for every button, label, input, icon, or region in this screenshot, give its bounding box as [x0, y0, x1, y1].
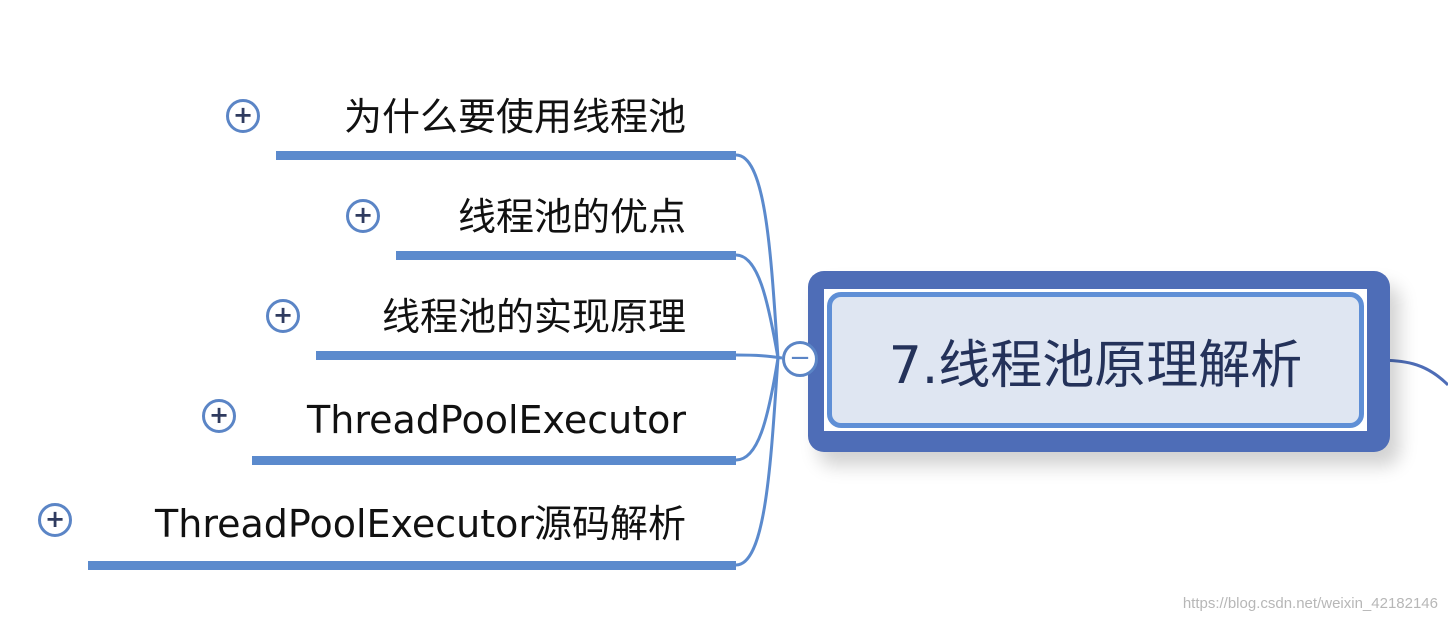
central-topic-inner: 7.线程池原理解析	[824, 289, 1367, 431]
plus-icon: +	[208, 401, 230, 429]
expand-button-branch-2[interactable]: +	[346, 199, 380, 233]
branch-label-threadpoolexecutor-source[interactable]: ThreadPoolExecutor源码解析	[155, 502, 686, 546]
watermark: https://blog.csdn.net/weixin_42182146	[1182, 595, 1438, 612]
branch-underline-2	[396, 251, 736, 260]
expand-button-branch-1[interactable]: +	[226, 99, 260, 133]
branch-label-implementation-principle[interactable]: 线程池的实现原理	[381, 295, 686, 339]
branch-underline-3	[316, 351, 736, 360]
branch-label-why-use-thread-pool[interactable]: 为什么要使用线程池	[343, 95, 686, 139]
connector-branch-5	[735, 357, 780, 567]
expand-button-branch-5[interactable]: +	[38, 503, 72, 537]
connector-branch-1	[735, 153, 780, 359]
collapse-button[interactable]: −	[782, 341, 818, 377]
plus-icon: +	[272, 301, 294, 329]
minus-icon: −	[789, 342, 811, 373]
central-topic[interactable]: 7.线程池原理解析	[827, 292, 1364, 428]
expand-button-branch-3[interactable]: +	[266, 299, 300, 333]
branch-underline-4	[252, 456, 736, 465]
branch-underline-5	[88, 561, 736, 570]
branch-label-threadpoolexecutor[interactable]: ThreadPoolExecutor	[307, 398, 686, 442]
plus-icon: +	[352, 201, 374, 229]
plus-icon: +	[232, 101, 254, 129]
expand-button-branch-4[interactable]: +	[202, 399, 236, 433]
central-topic-label: 7.线程池原理解析	[888, 335, 1303, 396]
plus-icon: +	[44, 505, 66, 533]
connector-branch-4	[735, 357, 780, 462]
connector-branch-2	[735, 253, 780, 359]
branch-label-advantages[interactable]: 线程池的优点	[457, 195, 686, 239]
branch-underline-1	[276, 151, 736, 160]
connector-branch-3	[735, 353, 783, 360]
